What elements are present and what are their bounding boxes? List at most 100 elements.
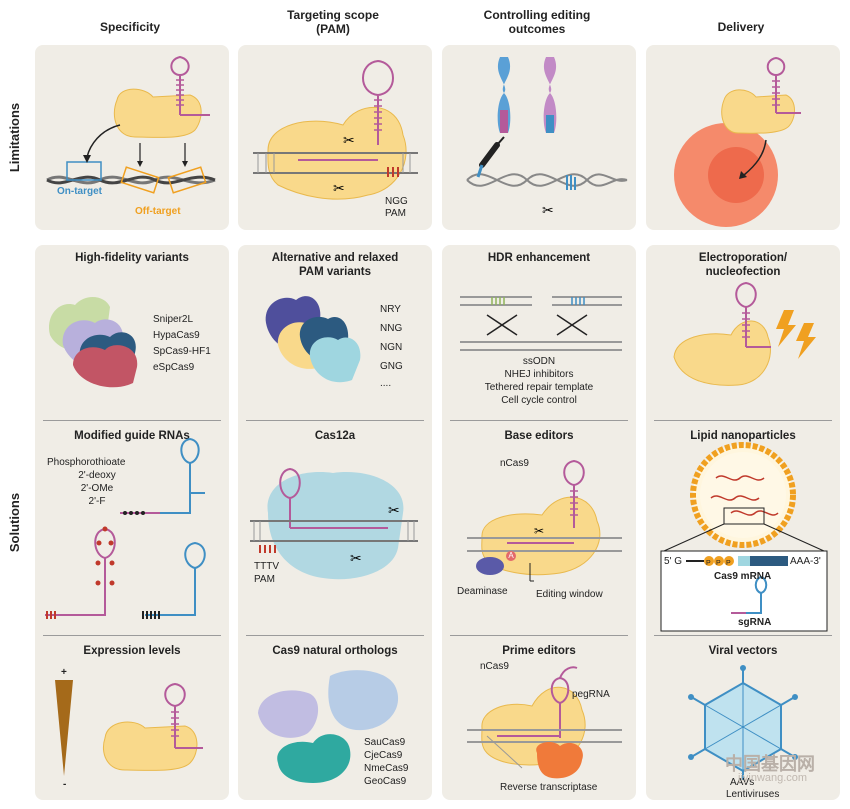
minus-sign: - [63, 779, 67, 790]
divider [246, 420, 424, 421]
lentiviruses-label: Lentiviruses [726, 789, 780, 800]
divider [654, 420, 832, 421]
editing-window-label: Editing window [536, 589, 603, 600]
reverse-transcriptase-label: Reverse transcriptase [500, 782, 598, 793]
pam-variants-illustration [265, 296, 361, 383]
a-base-marker: A [506, 551, 516, 561]
svg-text:✂: ✂ [542, 203, 554, 219]
divider [450, 635, 628, 636]
ncas9-label: nCas9 [500, 458, 529, 469]
subpanel-pam-variants: Alternative and relaxed PAM variants NRY… [238, 245, 432, 420]
plus-sign: + [61, 667, 67, 678]
ppp-3: P [726, 560, 731, 567]
svg-text:✂: ✂ [388, 503, 400, 519]
divider [43, 420, 221, 421]
pam-variants-title: Alternative and relaxed PAM variants [271, 252, 399, 278]
guide-item-3: 2'-OMe [80, 483, 114, 494]
header-specificity: Specificity [99, 20, 161, 34]
viral-vectors-title: Viral vectors [708, 645, 778, 657]
svg-text:✂: ✂ [343, 133, 355, 149]
hdr-item-4: Cell cycle control [501, 395, 577, 406]
off-target-label: Off-target [135, 206, 181, 217]
hifi-item-1: Sniper2L [153, 314, 194, 325]
guide-rna-illustration [45, 437, 206, 619]
panel-specificity-solutions: High-fidelity variants Sniper2L HypaCas9… [35, 245, 229, 800]
pam-label: PAM [385, 208, 406, 219]
aavs-label: AAVs [730, 777, 755, 788]
subpanel-electroporation: Electroporation/ nucleofection [646, 245, 840, 420]
divider [246, 635, 424, 636]
row-label-limitations: Limitations [7, 102, 23, 173]
subpanel-modified-guide: Modified guide RNAs Phosphorothioate 2'-… [35, 423, 229, 633]
lnp-illustration [660, 442, 828, 632]
cas9-pam-illustration: ✂ ✂ [253, 59, 418, 200]
guide-item-1: Phosphorothioate [47, 457, 126, 468]
deaminase-label: Deaminase [457, 586, 508, 597]
watermark-url: jiyinwang.com [738, 772, 808, 784]
ortholog-2: CjeCas9 [364, 750, 403, 761]
lnp-title: Lipid nanoparticles [690, 430, 796, 442]
subpanel-hdr: HDR enhancement ssODN NHEJ inhibitors Te… [442, 245, 636, 420]
subpanel-orthologs: Cas9 natural orthologs SauCas9 CjeCas9 N… [238, 638, 432, 800]
electroporation-title: Electroporation/ nucleofection [698, 252, 788, 278]
ortholog-1: SauCas9 [364, 737, 406, 748]
subpanel-cas12a: Cas12a ✂ ✂ TTTV PAM [238, 423, 432, 633]
hdr-illustration [460, 296, 622, 351]
pam-item-3: NGN [380, 342, 403, 353]
subpanel-base-editors: Base editors ✂ nCas9 A Deaminase Editing… [442, 423, 636, 633]
hdr-item-2: NHEJ inhibitors [504, 369, 574, 380]
ppp-1: P [706, 560, 711, 567]
five-prime-g: 5' G [664, 556, 683, 567]
header-targeting-scope: Targeting scope (PAM) [287, 8, 379, 36]
divider [654, 635, 832, 636]
aaa-tail: AAA-3' [790, 556, 821, 567]
expression-illustration [55, 680, 203, 776]
hifi-item-2: HypaCas9 [153, 330, 200, 341]
ortholog-3: NmeCas9 [364, 763, 409, 774]
on-target-label: On-target [57, 186, 102, 197]
sgrna-label: sgRNA [738, 617, 772, 628]
pam-item-5: .... [380, 378, 392, 389]
hdr-item-1: ssODN [522, 356, 556, 367]
pam-item-1: NRY [380, 304, 401, 315]
watermark-cn: 中国基因网 [725, 754, 815, 774]
tttv-label: TTTV [254, 561, 279, 572]
hdr-item-3: Tethered repair template [484, 382, 594, 393]
hdr-title: HDR enhancement [487, 252, 591, 264]
ppp-2: P [716, 560, 721, 567]
prime-editor-illustration [467, 666, 622, 779]
hifi-item-3: SpCas9-HF1 [153, 346, 211, 357]
subpanel-high-fidelity: High-fidelity variants Sniper2L HypaCas9… [35, 245, 229, 420]
panel-specificity-limitation: On-target Off-target [35, 45, 229, 230]
ortholog-4: GeoCas9 [364, 776, 407, 787]
chromosome-dna-illustration: ✂ [466, 57, 628, 219]
cas12a-pam-label: PAM [254, 574, 275, 585]
viral-vector-illustration [688, 665, 798, 780]
ngg-label: NGG [385, 196, 408, 207]
svg-text:✂: ✂ [333, 181, 345, 197]
subpanel-lipid-nanoparticles: Lipid nanoparticles 5' G P P P AAA-3' Ca… [646, 423, 840, 633]
cas9-offtarget-illustration [46, 55, 216, 194]
subpanel-prime-editors: Prime editors nCas9 pegRNA Reverse trans… [442, 638, 636, 800]
pegrna-label: pegRNA [572, 689, 610, 700]
orthologs-title: Cas9 natural orthologs [272, 645, 398, 657]
cas12a-illustration: ✂ ✂ [250, 467, 418, 580]
divider [450, 420, 628, 421]
header-controlling-outcomes: Controlling editing outcomes [483, 8, 591, 36]
hifi-item-4: eSpCas9 [153, 362, 195, 373]
panel-controlling-limitation: ✂ [442, 45, 636, 230]
expression-title: Expression levels [83, 645, 181, 657]
subpanel-expression-levels: Expression levels + - [35, 638, 229, 800]
base-editors-title: Base editors [504, 430, 574, 442]
cas12a-title: Cas12a [314, 430, 356, 442]
svg-text:✂: ✂ [534, 524, 544, 538]
panel-delivery-solutions: Electroporation/ nucleofection Lipid nan… [646, 245, 840, 800]
pam-item-4: GNG [380, 361, 403, 372]
prime-editors-title: Prime editors [502, 645, 576, 657]
panel-targeting-solutions: Alternative and relaxed PAM variants NRY… [238, 245, 432, 800]
pam-item-2: NNG [380, 323, 403, 334]
guide-title: Modified guide RNAs [74, 430, 190, 442]
panel-delivery-limitation [646, 45, 840, 230]
panel-targeting-limitation: ✂ ✂ NGG PAM [238, 45, 432, 230]
guide-item-4: 2'-F [88, 496, 106, 507]
